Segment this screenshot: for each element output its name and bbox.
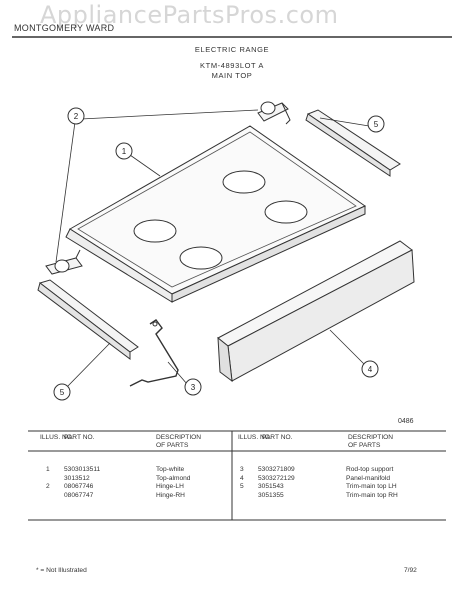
cell-illus: 2	[46, 483, 50, 491]
cell-part: 5303013511	[64, 466, 101, 473]
section-title: MAIN TOP	[211, 71, 253, 80]
cell-part: 3051543	[258, 483, 284, 491]
product-title: ELECTRIC RANGE	[194, 45, 270, 54]
cell-desc: Hinge-RH	[156, 491, 185, 499]
cell-desc: Top-white	[156, 466, 185, 473]
cell-illus	[46, 475, 64, 484]
manifold-panel-part	[217, 240, 415, 383]
cell-part: 5303272129	[258, 474, 295, 482]
burner-opening	[133, 219, 177, 243]
hinge-rh-part	[257, 101, 291, 125]
header-part-no: PART NO.	[64, 434, 95, 441]
table-row: 1 5303013511 Top-white	[46, 466, 190, 475]
table-row: 3 5303271809 Rod-top support	[240, 466, 398, 475]
callout-circle	[367, 115, 385, 133]
table-row: 4 5303272129 Panel-manifold	[240, 475, 398, 484]
table-row: 3013512 Top-almond	[46, 475, 190, 484]
leader-lines	[55, 109, 370, 389]
callout-label: 2	[74, 112, 79, 121]
callout-circles	[53, 107, 385, 401]
table-row: 5 3051543 Trim-main top LH	[240, 483, 398, 492]
header-illus-no: ILLUS. NO.	[40, 434, 74, 441]
cell-illus: 3	[240, 466, 244, 473]
callout-circle	[184, 378, 202, 396]
watermark-text: AppliancePartsPros.com	[40, 1, 339, 29]
cell-desc: Panel-manifold	[346, 474, 390, 482]
cell-illus: 5	[240, 483, 244, 491]
cell-desc: Rod-top support	[346, 466, 394, 473]
cell-illus	[240, 492, 258, 501]
cell-desc: Top-almond	[156, 474, 191, 482]
table-row: 3051355 Trim-main top RH	[240, 492, 398, 501]
cell-desc: Trim-main top RH	[346, 491, 398, 499]
callout-label: 5	[374, 120, 379, 129]
header-illus-no: ILLUS. NO.	[238, 434, 272, 441]
trim-lh-part	[37, 279, 139, 360]
cell-part: 08067747	[64, 491, 94, 499]
cell-illus: 4	[240, 474, 244, 482]
table-row: 08067747 Hinge-RH	[46, 492, 190, 501]
cell-desc: Trim-main top LH	[346, 483, 397, 491]
cell-part: 3013512	[64, 474, 90, 482]
burner-opening	[264, 200, 308, 224]
callout-circle	[115, 142, 133, 160]
footnote: * = Not Illustrated	[36, 567, 87, 574]
header-part-no: PART NO.	[262, 434, 293, 441]
trim-rh-part	[305, 109, 401, 177]
header-description: DESCRIPTION OF PARTS	[156, 434, 202, 449]
main-top-part	[65, 125, 367, 303]
burner-opening	[222, 170, 266, 194]
callout-circle	[67, 107, 85, 125]
callout-label: 1	[122, 147, 127, 156]
header-description: DESCRIPTION OF PARTS	[348, 434, 394, 449]
table-row: 2 08067746 Hinge-LH	[46, 483, 190, 492]
callout-circle	[53, 383, 71, 401]
cell-part: 3051355	[258, 491, 284, 499]
diagram-ref-code: 0486	[398, 418, 414, 425]
callout-circle	[361, 360, 379, 378]
cell-part: 08067746	[64, 483, 94, 491]
brand-name: MONTGOMERY WARD	[14, 23, 115, 33]
parts-table-right: 3 5303271809 Rod-top support 4 530327212…	[240, 466, 398, 500]
callout-label: 5	[60, 388, 65, 397]
callout-label: 4	[368, 365, 373, 374]
model-number: KTM-4893LOT A	[200, 61, 264, 70]
cell-illus	[46, 492, 64, 501]
revision-date: 7/92	[404, 567, 417, 574]
cell-part: 5303271809	[258, 466, 295, 473]
support-rod-part	[129, 319, 179, 387]
callout-label: 3	[191, 383, 196, 392]
cell-desc: Hinge-LH	[156, 483, 184, 491]
parts-table-left: 1 5303013511 Top-white 3013512 Top-almon…	[46, 466, 190, 500]
burner-opening	[179, 246, 223, 270]
hinge-lh-part	[45, 249, 83, 275]
cell-illus: 1	[46, 466, 50, 473]
